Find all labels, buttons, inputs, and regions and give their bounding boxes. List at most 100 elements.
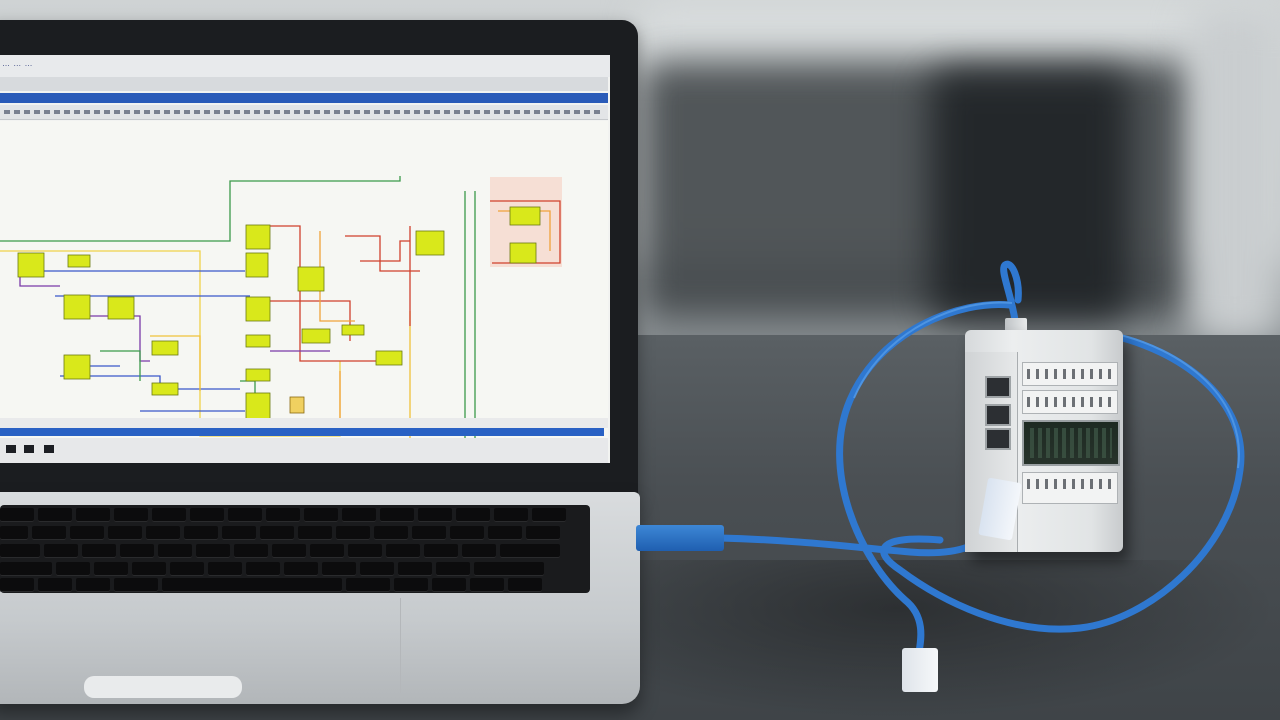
key[interactable] [0,578,34,592]
key[interactable] [346,578,390,592]
key[interactable] [94,562,128,576]
key[interactable] [38,578,72,592]
key[interactable] [322,562,356,576]
key[interactable] [500,544,560,558]
function-block [245,224,271,250]
key[interactable] [56,562,90,576]
key[interactable] [266,508,300,522]
key[interactable] [494,508,528,522]
keyboard-row [0,562,544,578]
key[interactable] [0,508,34,522]
key[interactable] [132,562,166,576]
key[interactable] [462,544,496,558]
status-bar [0,418,608,428]
key[interactable] [44,544,78,558]
key[interactable] [310,544,344,558]
key[interactable] [228,508,262,522]
wire [0,176,401,242]
wire [100,350,141,381]
key[interactable] [260,526,294,540]
key[interactable] [474,562,544,576]
key[interactable] [76,578,110,592]
key[interactable] [374,526,408,540]
key[interactable] [456,508,490,522]
key[interactable] [162,578,342,592]
key[interactable] [114,578,158,592]
trackpad[interactable] [0,598,401,693]
key[interactable] [0,544,40,558]
key[interactable] [120,544,154,558]
key[interactable] [360,562,394,576]
key[interactable] [158,544,192,558]
key[interactable] [190,508,224,522]
key[interactable] [0,526,28,540]
key[interactable] [184,526,218,540]
function-block [301,328,331,344]
key[interactable] [424,544,458,558]
function-block [415,230,445,256]
key[interactable] [380,508,414,522]
key[interactable] [108,526,142,540]
key[interactable] [342,508,376,522]
keyboard-row [0,544,560,560]
key[interactable] [526,526,560,540]
key[interactable] [196,544,230,558]
key[interactable] [38,508,72,522]
key[interactable] [532,508,566,522]
key[interactable] [234,544,268,558]
key[interactable] [76,508,110,522]
toolbar[interactable] [0,105,608,120]
key[interactable] [508,578,542,592]
key[interactable] [348,544,382,558]
key[interactable] [0,562,52,576]
key[interactable] [432,578,466,592]
key[interactable] [32,526,66,540]
function-block-diagram[interactable] [0,121,608,451]
menu-bar[interactable] [0,77,608,91]
laptop-screen[interactable]: … … … [0,55,610,463]
wire [345,235,420,272]
key[interactable] [386,544,420,558]
key[interactable] [450,526,484,540]
key[interactable] [208,562,242,576]
key[interactable] [82,544,116,558]
key[interactable] [284,562,318,576]
function-block [509,206,541,226]
key[interactable] [304,508,338,522]
key[interactable] [336,526,370,540]
rj45-connector-laptop[interactable] [636,525,724,551]
taskbar-button[interactable] [6,445,16,453]
taskbar[interactable] [0,438,608,463]
key[interactable] [152,508,186,522]
background-cabinet [930,70,1130,320]
io-module-grid [1030,428,1112,458]
keyboard[interactable] [0,505,590,593]
key[interactable] [114,508,148,522]
terminal-pins [1027,397,1113,407]
wire [260,225,380,362]
key[interactable] [146,526,180,540]
rj45-connector-loose[interactable] [902,648,938,692]
function-block-small [289,396,305,414]
key[interactable] [222,526,256,540]
toolbar-strip[interactable] [4,110,604,114]
ethernet-port[interactable] [985,404,1011,426]
function-block [245,368,271,382]
key[interactable] [272,544,306,558]
key[interactable] [488,526,522,540]
key[interactable] [70,526,104,540]
key[interactable] [246,562,280,576]
key[interactable] [418,508,452,522]
ethernet-port[interactable] [985,376,1011,398]
key[interactable] [470,578,504,592]
key[interactable] [398,562,432,576]
taskbar-button[interactable] [44,445,54,453]
ethernet-port[interactable] [985,428,1011,450]
io-module-panel [1022,420,1120,466]
key[interactable] [436,562,470,576]
key[interactable] [170,562,204,576]
key[interactable] [394,578,428,592]
taskbar-button[interactable] [24,445,34,453]
key[interactable] [298,526,332,540]
key[interactable] [412,526,446,540]
